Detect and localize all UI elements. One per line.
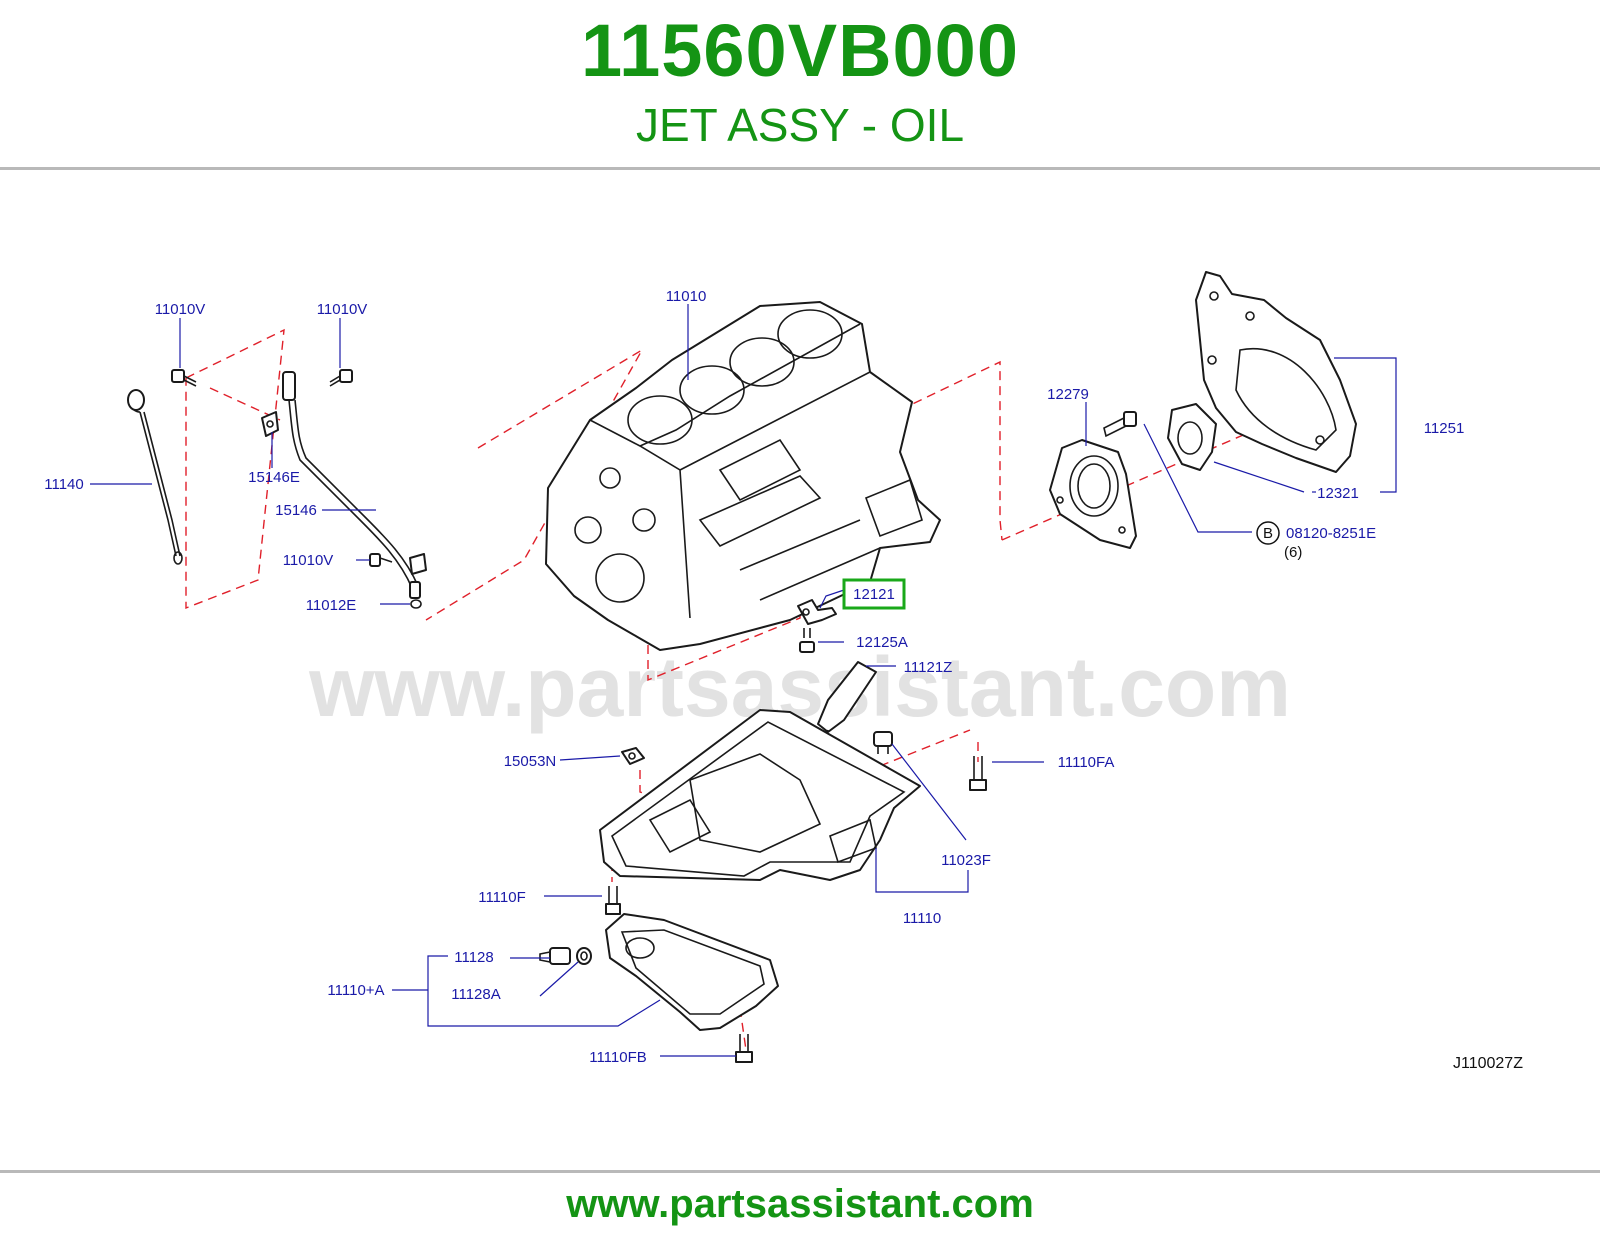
part-labels: 11010V 11010V 11010 11140 15146E 15146 1… <box>44 288 1523 1072</box>
label-11110FB[interactable]: 11110FB <box>589 1049 647 1066</box>
bottom-divider <box>0 1170 1600 1173</box>
oil-pan-lower-11110A[interactable] <box>605 913 779 1031</box>
label-11010V-c[interactable]: 11010V <box>283 552 334 569</box>
footer-website-link[interactable]: www.partsassistant.com <box>566 1182 1034 1226</box>
label-b-marker: B <box>1263 525 1273 542</box>
oil-jet-12121[interactable] <box>797 599 837 625</box>
label-11010V-a[interactable]: 11010V <box>155 301 206 318</box>
label-12279[interactable]: 12279 <box>1047 386 1089 403</box>
plug-11023F[interactable] <box>873 731 893 754</box>
page-header: 11560VB000 JET ASSY - OIL <box>0 0 1600 168</box>
highlight-box-12121 <box>842 578 906 610</box>
bolt-11010V-lower[interactable] <box>369 553 393 567</box>
guide-tube-15146[interactable] <box>282 371 427 599</box>
label-11012E[interactable]: 11012E <box>306 597 357 614</box>
bolt-11010V-left[interactable] <box>171 369 197 387</box>
label-11110A[interactable]: 11110+A <box>327 982 384 999</box>
label-11251[interactable]: 11251 <box>1424 420 1465 437</box>
clip-15146E[interactable] <box>261 411 279 437</box>
part-name-subtitle: JET ASSY - OIL <box>635 99 965 151</box>
drain-plug-11128[interactable] <box>539 947 571 965</box>
label-11023F[interactable]: 11023F <box>941 852 991 869</box>
label-11010[interactable]: 11010 <box>666 288 707 305</box>
bolt-11110F[interactable] <box>605 886 621 915</box>
label-08120-8251E[interactable]: 08120-8251E <box>1286 525 1376 542</box>
label-quantity-6: (6) <box>1284 544 1302 561</box>
bolt-11110FA[interactable] <box>969 756 987 791</box>
label-15146[interactable]: 15146 <box>275 502 317 519</box>
label-11110[interactable]: 11110 <box>903 910 941 927</box>
label-11110FA[interactable]: 11110FA <box>1058 754 1115 771</box>
label-11128A[interactable]: 11128A <box>451 986 501 1003</box>
label-11128[interactable]: 11128 <box>454 949 494 966</box>
bolt-08120-8251E[interactable] <box>1103 411 1137 438</box>
cylinder-block-11010[interactable] <box>545 301 941 651</box>
bolt-11010V-right[interactable] <box>329 369 353 387</box>
part-number-title: 11560VB000 <box>581 9 1019 92</box>
gasket-12321[interactable] <box>1167 403 1217 471</box>
rear-plate-11251[interactable] <box>1195 271 1357 473</box>
bolt-12125A[interactable] <box>799 628 815 653</box>
leader-lines <box>90 304 1397 1057</box>
label-12125A[interactable]: 12125A <box>856 634 908 651</box>
washer-15053N[interactable] <box>621 747 645 765</box>
top-divider <box>0 167 1600 170</box>
bolt-11110FB[interactable] <box>735 1034 753 1063</box>
label-15146E[interactable]: 15146E <box>248 469 300 486</box>
label-11140[interactable]: 11140 <box>44 476 84 493</box>
label-11010V-b[interactable]: 11010V <box>317 301 368 318</box>
oil-pan-upper-11110[interactable] <box>599 709 921 881</box>
oring-11012E[interactable] <box>410 599 422 609</box>
seal-retainer-12279[interactable] <box>1049 439 1137 549</box>
dipstick-11140[interactable] <box>127 389 183 565</box>
b-marker-circle <box>1256 521 1280 545</box>
label-12321[interactable]: 12321 <box>1317 485 1359 502</box>
label-11110F[interactable]: 11110F <box>478 889 526 906</box>
label-12121[interactable]: 12121 <box>853 586 895 603</box>
label-11121Z[interactable]: 11121Z <box>904 659 953 676</box>
washer-11128A[interactable] <box>576 947 592 965</box>
label-15053N[interactable]: 15053N <box>504 753 557 770</box>
diagram-reference-code: J110027Z <box>1453 1055 1523 1072</box>
